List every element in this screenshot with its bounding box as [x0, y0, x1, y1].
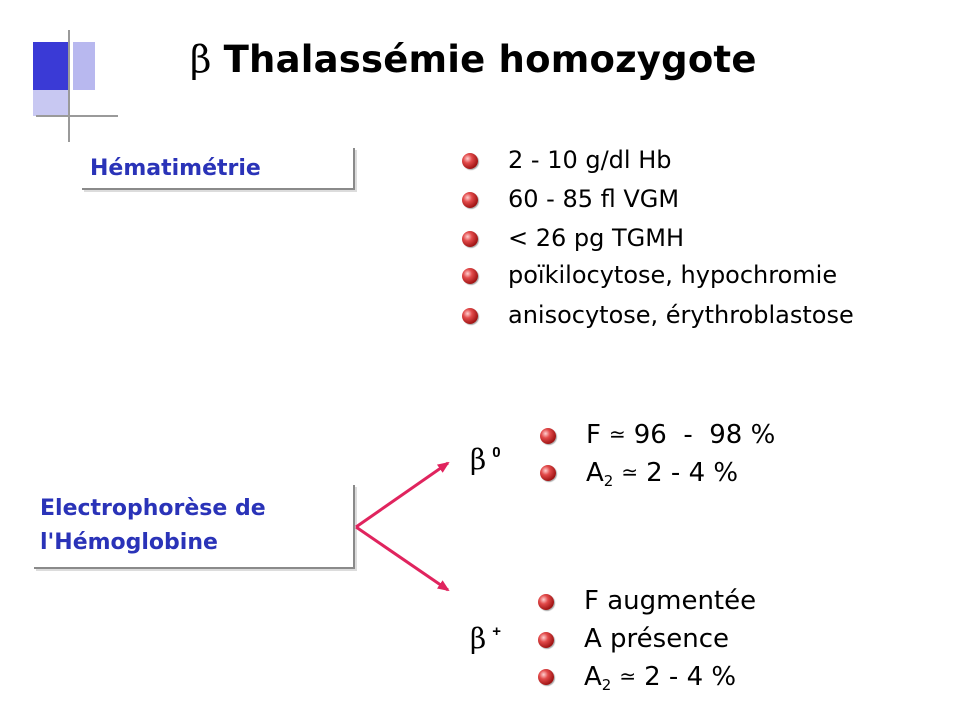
approx-symbol: ≃ [608, 422, 626, 446]
betaplus-a2-sub: 2 [601, 676, 612, 694]
list-item: 2 - 10 g/dl Hb [508, 146, 672, 174]
list-item: < 26 pg TGMH [508, 224, 685, 252]
bullet-icon [462, 231, 478, 247]
electrophorese-label-box: Electrophorèse de l'Hémoglobine [34, 485, 355, 569]
list-item: poïkilocytose, hypochromie [508, 261, 838, 289]
corner-decoration-dark [33, 42, 70, 90]
approx-symbol: ≃ [621, 460, 639, 484]
beta0-sup: 0 [492, 444, 501, 461]
beta0-symbol: β [470, 443, 487, 476]
beta0-f-value: 96 - 98 % [633, 420, 776, 450]
beta0-a2-sub: 2 [603, 472, 614, 490]
betaplus-a2-label: A [584, 662, 602, 692]
corner-decoration-light-bottom [33, 90, 70, 116]
corner-decoration-hline [36, 115, 118, 117]
beta0-a2-label: A [586, 458, 604, 488]
approx-symbol: ≃ [619, 664, 637, 688]
electrophorese-label-line2: l'Hémoglobine [40, 530, 218, 555]
bullet-icon [462, 153, 478, 169]
list-item: anisocytose, érythroblastose [508, 301, 854, 329]
beta0-f-label: F [586, 420, 601, 450]
arrow-to-betaplus-icon [355, 525, 450, 592]
betaplus-f-line: F augmentée [584, 586, 757, 616]
bullet-icon [462, 268, 478, 284]
beta0-f-line: F ≃ 96 - 98 % [586, 420, 775, 450]
betaplus-symbol: β [470, 622, 487, 655]
corner-decoration-vline [68, 30, 70, 142]
title-beta-symbol: β [190, 38, 212, 81]
bullet-icon [540, 428, 556, 444]
bullet-icon [540, 465, 556, 481]
corner-decoration-light [73, 42, 95, 90]
bullet-icon [462, 192, 478, 208]
betaplus-label: β+ [470, 622, 501, 655]
bullet-icon [538, 669, 554, 685]
title-text: Thalassémie homozygote [223, 38, 757, 81]
bullet-icon [538, 632, 554, 648]
list-item: 60 - 85 fl VGM [508, 185, 680, 213]
betaplus-a2-value: 2 - 4 % [644, 662, 737, 692]
arrow-to-beta0-icon [355, 461, 450, 529]
betaplus-a2-line: A2 ≃ 2 - 4 % [584, 662, 736, 694]
hematimetrie-label-box: Hématimétrie [82, 148, 355, 190]
beta0-a2-value: 2 - 4 % [646, 458, 739, 488]
betaplus-a-line: A présence [584, 624, 729, 654]
betaplus-sup: + [492, 623, 501, 640]
hematimetrie-label: Hématimétrie [90, 156, 261, 181]
beta0-a2-line: A2 ≃ 2 - 4 % [586, 458, 738, 490]
slide-title: β Thalassémie homozygote [190, 38, 757, 81]
bullet-icon [462, 308, 478, 324]
bullet-icon [538, 594, 554, 610]
electrophorese-label-line1: Electrophorèse de [40, 496, 266, 521]
